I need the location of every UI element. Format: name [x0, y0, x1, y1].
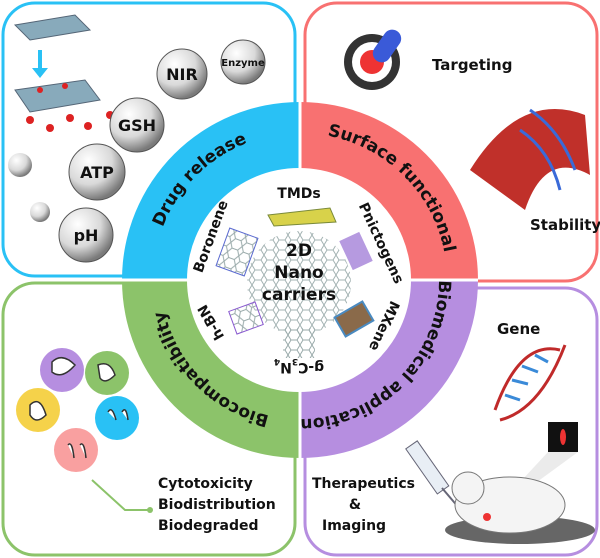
center-label-1: 2D: [286, 241, 312, 261]
hbn-structure-icon: [228, 301, 264, 335]
bubble-ph: [58, 207, 114, 263]
center-label-2: Nano: [274, 263, 323, 283]
gene-label: Gene: [497, 320, 540, 338]
graphene-dome-icon: [247, 231, 351, 335]
bubble-atp: [68, 143, 126, 201]
bubble-nir: [156, 48, 208, 100]
targeting-label: Targeting: [432, 56, 512, 74]
biodistribution-label: Biodistribution: [158, 497, 276, 513]
bubble-icon: [8, 153, 32, 177]
pnictogens-structure-icon: [339, 231, 373, 271]
blood-vessel-icon: [470, 108, 590, 210]
material-gcn: g-C3N4: [274, 356, 324, 375]
stability-label: Stability: [530, 216, 600, 234]
stimulus-ph: pH: [74, 226, 99, 245]
dna-icon: [493, 344, 567, 422]
stimulus-enzyme: Enzyme: [221, 58, 265, 69]
target-icon: [344, 29, 402, 90]
ampersand-label: &: [349, 497, 361, 513]
syringe-icon: [405, 440, 466, 516]
cytotoxicity-label: Cytotoxicity: [158, 476, 253, 492]
therapeutics-label: Therapeutics: [312, 476, 415, 492]
stimulus-atp: ATP: [80, 163, 114, 182]
biodegraded-label: Biodegraded: [158, 518, 259, 534]
organs-icon: [16, 348, 139, 472]
bubble-gsh: [109, 97, 165, 153]
imaging-label: Imaging: [322, 518, 386, 534]
gcn-structure-icon: [283, 328, 315, 358]
tmds-structure-icon: [267, 207, 337, 227]
bubble-enzyme: [220, 39, 266, 85]
connector-line: [91, 479, 150, 511]
stimulus-nir: NIR: [166, 65, 198, 84]
center-label-3: carriers: [262, 285, 336, 305]
material-tmds: TMDs: [277, 186, 320, 202]
drug-layer-illustration: [13, 14, 114, 132]
mxene-structure-icon: [333, 300, 375, 338]
bubble-icon: [30, 202, 50, 222]
mouse-icon: [445, 471, 595, 544]
stimulus-gsh: GSH: [118, 116, 156, 135]
boronene-structure-icon: [215, 227, 259, 277]
